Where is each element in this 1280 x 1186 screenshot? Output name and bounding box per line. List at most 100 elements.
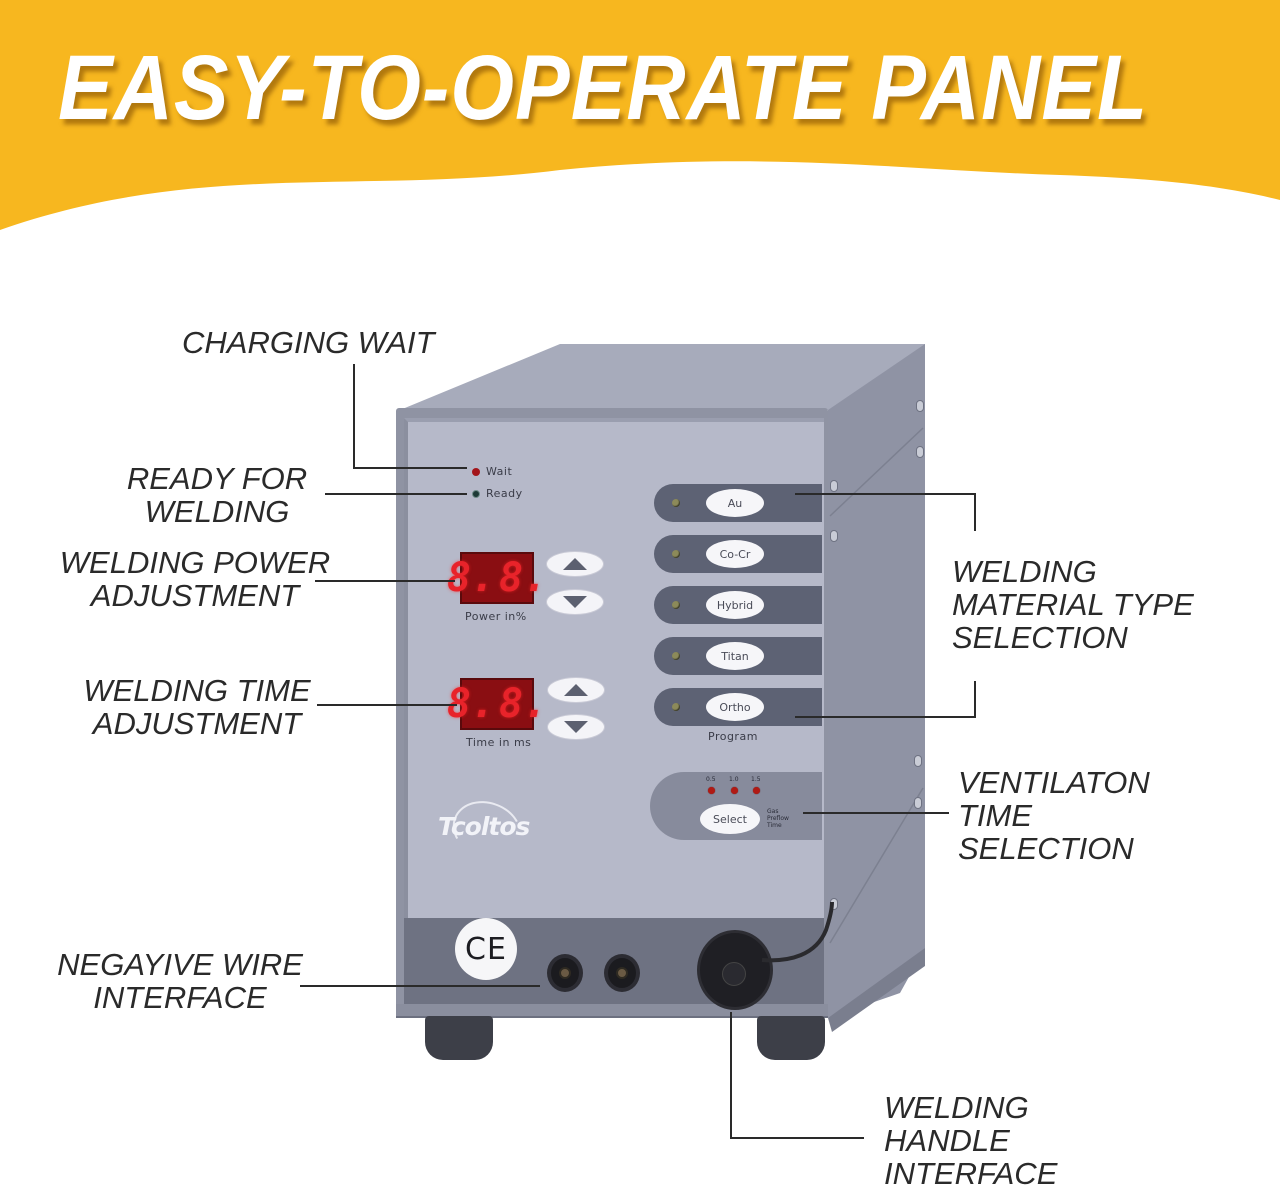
header-banner: EASY-TO-OPERATE PANEL — [0, 0, 1280, 230]
negative-wire-jack-1[interactable] — [547, 954, 583, 992]
wait-led-icon — [472, 468, 480, 476]
callout-welding-handle: WELDING HANDLE INTERFACE — [884, 1091, 1057, 1186]
callout-welding-time: WELDING TIME ADJUSTMENT — [74, 674, 320, 740]
jack-socket-icon — [616, 967, 628, 979]
vent-led-icon — [731, 787, 738, 794]
callout-ventilation-time: VENTILATON TIME SELECTION — [958, 766, 1150, 865]
screw-icon — [914, 755, 922, 767]
callout-text-line: SELECTION — [958, 831, 1134, 866]
callout-text-line: SELECTION — [952, 620, 1128, 655]
machine-foot-left — [425, 1016, 493, 1060]
callout-line-material — [795, 493, 976, 495]
callout-material-type: WELDING MATERIAL TYPE SELECTION — [952, 555, 1194, 654]
program-led-icon — [672, 703, 680, 711]
power-display: 8. 8. — [447, 552, 547, 604]
program-row-co-cr: Co-Cr — [654, 535, 822, 573]
program-button-titan[interactable]: Titan — [706, 642, 764, 670]
callout-text-line: WELDING TIME — [83, 673, 311, 708]
callout-line-time — [317, 704, 457, 706]
ready-label: Ready — [486, 487, 523, 500]
ce-mark-badge: CE — [455, 918, 517, 980]
program-led-icon — [672, 550, 680, 558]
program-led-icon — [672, 601, 680, 609]
callout-text-line: HANDLE — [884, 1123, 1010, 1158]
program-led-icon — [672, 652, 680, 660]
program-row-au: Au — [654, 484, 822, 522]
callout-text-line: MATERIAL TYPE — [952, 587, 1194, 622]
program-button-ortho[interactable]: Ortho — [706, 693, 764, 721]
arrow-up-icon — [563, 558, 587, 570]
callout-text-line: ADJUSTMENT — [90, 578, 300, 613]
gas-preflow-line: Gas — [767, 808, 779, 815]
power-digit-1: 8. — [446, 555, 495, 601]
callout-line-negative — [300, 985, 540, 987]
program-row-titan: Titan — [654, 637, 822, 675]
cap-tether-cord — [761, 901, 834, 963]
callout-text-line: READY FOR — [126, 461, 308, 496]
banner-wave-shape — [0, 0, 1280, 230]
vent-led-icon — [708, 787, 715, 794]
vent-tick-label: 1.5 — [751, 776, 761, 783]
callout-line-charging — [353, 467, 467, 469]
program-button-co-cr[interactable]: Co-Cr — [706, 540, 764, 568]
program-caption: Program — [708, 730, 758, 743]
time-caption: Time in ms — [466, 736, 532, 749]
power-down-button[interactable] — [546, 589, 604, 615]
program-button-hybrid[interactable]: Hybrid — [706, 591, 764, 619]
time-down-button[interactable] — [547, 714, 605, 740]
arrow-down-icon — [563, 596, 587, 608]
program-row-hybrid: Hybrid — [654, 586, 822, 624]
vent-tick-label: 1.0 — [729, 776, 739, 783]
callout-text-line: WELDING — [884, 1090, 1029, 1125]
time-display: 8. 8. — [447, 678, 547, 730]
callout-welding-power: WELDING POWER ADJUSTMENT — [50, 546, 340, 612]
machine-body-shape — [400, 344, 925, 1032]
gas-preflow-line: Time — [767, 822, 782, 829]
callout-ready-for-welding: READY FOR WELDING — [112, 462, 322, 528]
screw-icon — [830, 480, 838, 492]
wait-label: Wait — [486, 465, 513, 478]
gas-preflow-caption: Gas Preflow Time — [767, 808, 789, 829]
power-up-button[interactable] — [546, 551, 604, 577]
vent-tick-label: 0.5 — [706, 776, 716, 783]
callout-line-handle — [730, 1137, 864, 1139]
callout-line-ventilation — [803, 812, 949, 814]
screw-icon — [914, 797, 922, 809]
bottom-frame — [396, 1004, 828, 1018]
callout-line-material — [795, 716, 976, 718]
ventilation-select-button[interactable]: Select — [700, 804, 760, 834]
callout-text-line: VENTILATON — [958, 765, 1150, 800]
power-digit-2: 8. — [499, 555, 548, 601]
callout-text-line: TIME — [958, 798, 1033, 833]
program-button-au[interactable]: Au — [706, 489, 764, 517]
jack-socket-icon — [559, 967, 571, 979]
page-title: EASY-TO-OPERATE PANEL — [58, 37, 1149, 140]
callout-text-line: WELDING — [144, 494, 290, 529]
callout-text-line: INTERFACE — [93, 980, 267, 1015]
program-led-icon — [672, 499, 680, 507]
brand-logo: Tcoltos — [438, 812, 530, 841]
callout-line-charging — [353, 364, 355, 469]
negative-wire-jack-2[interactable] — [604, 954, 640, 992]
port-cap-icon — [722, 962, 746, 986]
callout-negative-wire: NEGAYIVE WIRE INTERFACE — [46, 948, 314, 1014]
callout-text-line: ADJUSTMENT — [92, 706, 302, 741]
time-digit-2: 8. — [499, 681, 548, 727]
arrow-up-icon — [564, 684, 588, 696]
vent-led-icon — [753, 787, 760, 794]
callout-line-handle — [730, 1012, 732, 1138]
callout-line-power — [315, 580, 455, 582]
callout-line-ready — [325, 493, 467, 495]
callout-line-material — [974, 681, 976, 718]
callout-charging-wait: CHARGING WAIT — [182, 325, 435, 360]
callout-line-material — [974, 493, 976, 531]
power-caption: Power in% — [465, 610, 527, 623]
time-up-button[interactable] — [547, 677, 605, 703]
screw-icon — [830, 530, 838, 542]
screw-icon — [916, 400, 924, 412]
ready-led-icon — [472, 490, 480, 498]
callout-text-line: INTERFACE — [884, 1156, 1058, 1186]
screw-icon — [916, 446, 924, 458]
arrow-down-icon — [564, 721, 588, 733]
